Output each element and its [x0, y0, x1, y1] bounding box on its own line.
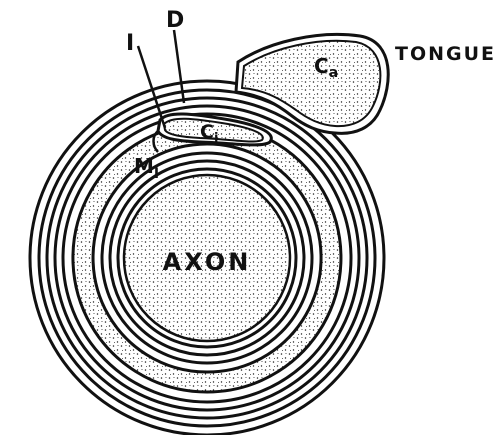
label-tongue: TONGUE: [395, 43, 495, 65]
tongue-lobe: [236, 34, 388, 133]
label-d: D: [166, 8, 184, 33]
label-axon: AXON: [163, 248, 252, 276]
label-mi: MI: [134, 154, 159, 182]
label-i: I: [126, 31, 134, 56]
